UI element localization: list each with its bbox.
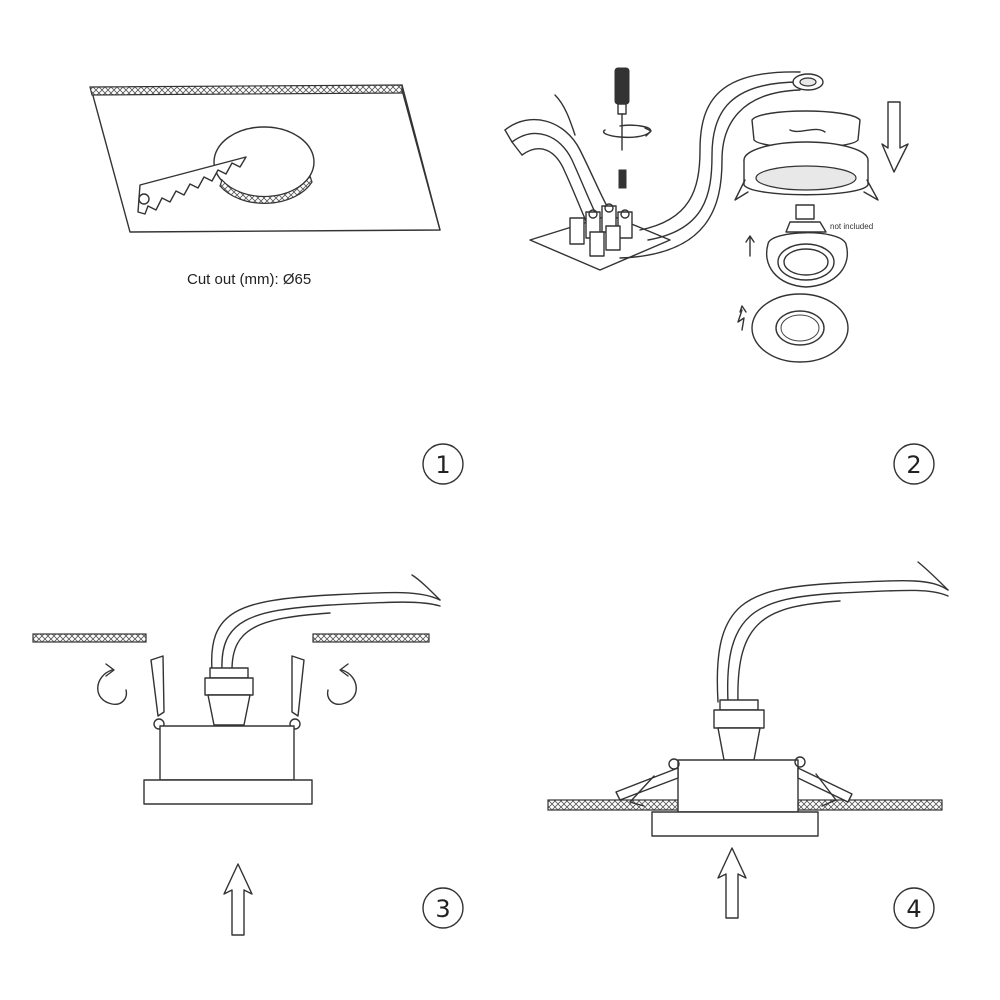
gu10-bulb bbox=[785, 204, 827, 233]
spring-clips-3 bbox=[150, 655, 305, 730]
lamp-cable bbox=[619, 71, 801, 259]
up-arrow-icon-3 bbox=[223, 863, 253, 936]
fixture-housing bbox=[734, 110, 879, 201]
ceiling-right-4 bbox=[797, 799, 943, 811]
ceiling-left-4 bbox=[547, 799, 679, 811]
step-badge-3: 3 bbox=[422, 887, 464, 929]
cutout-hole bbox=[213, 126, 315, 204]
rotate-arrow-right-icon bbox=[326, 663, 357, 705]
panel-2-wiring: not included 2 bbox=[504, 67, 935, 485]
svg-text:1: 1 bbox=[435, 451, 450, 479]
ceiling-right bbox=[312, 633, 430, 643]
lamp-connector bbox=[792, 73, 824, 91]
up-arrow-icon bbox=[745, 235, 755, 257]
svg-text:4: 4 bbox=[906, 895, 921, 923]
down-arrow-icon bbox=[881, 101, 909, 173]
rotate-arrow-left-icon bbox=[97, 663, 128, 705]
bulb-holder-ring bbox=[766, 232, 848, 288]
step-badge-4: 4 bbox=[893, 887, 935, 929]
saw-icon bbox=[137, 156, 247, 215]
svg-text:2: 2 bbox=[906, 451, 921, 479]
fixture-body-4 bbox=[651, 759, 819, 837]
lamp-socket-4 bbox=[713, 699, 765, 761]
ceiling-left bbox=[32, 633, 147, 643]
cable-3 bbox=[211, 574, 441, 671]
panel-3-insert: 3 bbox=[32, 574, 464, 936]
twist-arrow-icon bbox=[737, 305, 747, 331]
terminal-block bbox=[529, 203, 671, 271]
screwdriver-icon bbox=[602, 67, 652, 189]
panel-1-cut-ceiling: Cut out (mm): Ø65 1 bbox=[89, 84, 464, 485]
up-arrow-icon-4 bbox=[717, 847, 747, 919]
spring-clips-4 bbox=[615, 756, 853, 807]
svg-text:3: 3 bbox=[435, 895, 450, 923]
step-badge-2: 2 bbox=[893, 443, 935, 485]
step-badge-1: 1 bbox=[422, 443, 464, 485]
trim-ring bbox=[751, 293, 849, 363]
cutout-caption: Cut out (mm): Ø65 bbox=[187, 271, 311, 288]
lamp-socket-3 bbox=[204, 667, 254, 726]
cable-4 bbox=[716, 561, 949, 703]
fixture-body-3 bbox=[143, 725, 313, 805]
not-included-label: not included bbox=[830, 222, 873, 231]
panel-4-installed: 4 bbox=[547, 561, 949, 929]
